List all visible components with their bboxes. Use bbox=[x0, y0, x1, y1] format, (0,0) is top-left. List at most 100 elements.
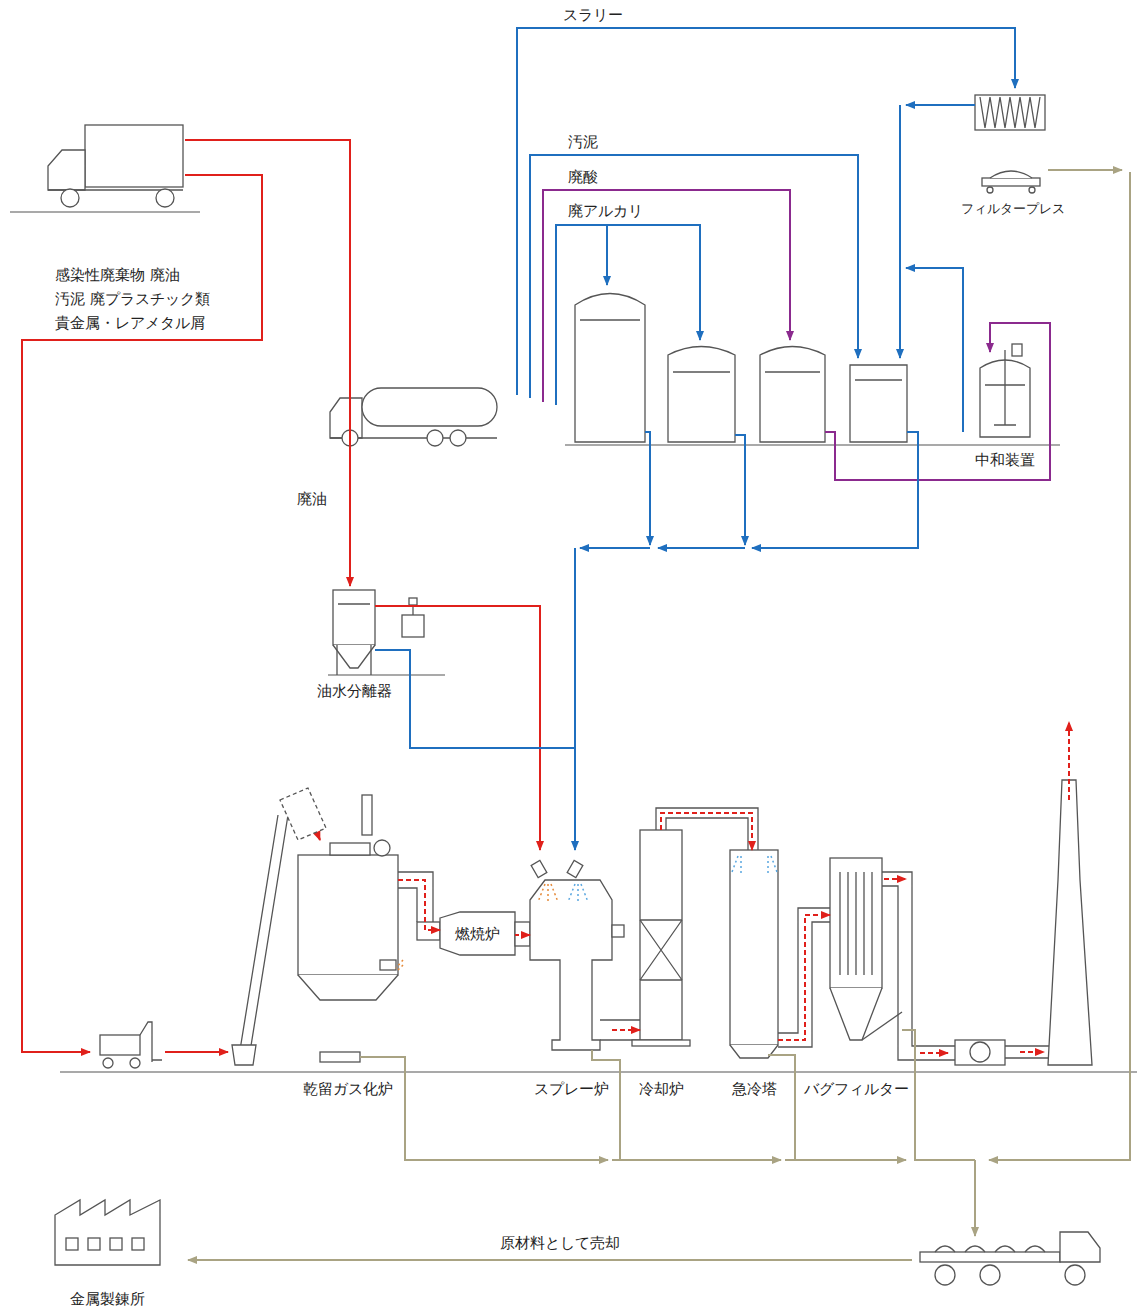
ground-line bbox=[328, 674, 445, 675]
flow-label: スラリー bbox=[563, 6, 623, 24]
feed-line bbox=[165, 1051, 228, 1053]
quench-tower bbox=[730, 850, 778, 1045]
filter-press-icon bbox=[975, 95, 1045, 130]
ground-line bbox=[10, 211, 200, 212]
residue-line bbox=[592, 1050, 781, 1160]
combustion-spray-furnace bbox=[440, 860, 640, 1050]
filter-press-icon bbox=[982, 178, 1040, 186]
storage-tank bbox=[668, 347, 735, 443]
spray-mist bbox=[568, 884, 588, 904]
factory-icon bbox=[110, 1238, 122, 1250]
equipment-label: 中和装置 bbox=[975, 451, 1035, 469]
filter-press-icon bbox=[990, 171, 1032, 178]
tanker-truck bbox=[362, 388, 497, 426]
feed-line bbox=[752, 432, 918, 548]
filter-press-icon bbox=[975, 95, 1045, 193]
gas-flow-arrow bbox=[884, 878, 906, 880]
forklift-icon bbox=[140, 1022, 162, 1062]
gasification-furnace bbox=[298, 975, 398, 1000]
gasification-furnace bbox=[320, 1052, 360, 1062]
residue-line bbox=[768, 1055, 906, 1160]
gasification-furnace bbox=[330, 843, 370, 855]
combustion-spray-furnace bbox=[612, 925, 624, 937]
truck-icon bbox=[156, 189, 174, 207]
gasification-furnace bbox=[298, 855, 398, 975]
truck-icon bbox=[48, 150, 85, 190]
residue-line bbox=[902, 1030, 975, 1160]
flow-connector bbox=[375, 650, 575, 850]
flatbed-truck bbox=[1060, 1232, 1100, 1262]
flow-label: 原材料として売却 bbox=[500, 1234, 620, 1252]
feed-line bbox=[899, 105, 901, 358]
forklift-icon bbox=[100, 1022, 256, 1068]
feed-line bbox=[606, 225, 608, 285]
cooling-tower bbox=[640, 830, 682, 1040]
furnace-unit: スプレー炉 bbox=[530, 850, 612, 1050]
feed-line bbox=[574, 548, 576, 748]
flow-label: 廃油 bbox=[297, 490, 327, 508]
quench-tower bbox=[778, 908, 830, 1047]
residue-line bbox=[188, 170, 1130, 1260]
oil-water-separator bbox=[402, 615, 424, 637]
bag-filter bbox=[1005, 1046, 1050, 1058]
oil-water-separator bbox=[333, 645, 375, 668]
feed-line bbox=[825, 323, 1050, 480]
feed-line bbox=[735, 435, 745, 545]
oil-water-separator bbox=[409, 598, 417, 605]
bag-filter bbox=[830, 780, 1092, 1065]
factory-icon bbox=[66, 1238, 78, 1250]
flow-label: 廃酸 bbox=[568, 168, 598, 186]
forklift-icon bbox=[130, 1058, 140, 1068]
neutralizer-icon bbox=[994, 350, 1016, 425]
tower-unit: 急冷塔 bbox=[730, 850, 778, 1058]
storage-tank bbox=[850, 365, 907, 442]
cooling-tower bbox=[656, 808, 758, 850]
equipment-label: 急冷塔 bbox=[732, 1080, 777, 1098]
cooling-tower bbox=[640, 920, 682, 980]
factory-icon bbox=[55, 1200, 160, 1265]
ground-line bbox=[60, 1071, 1137, 1072]
flow-label: 廃アルカリ bbox=[568, 202, 643, 220]
forklift-icon bbox=[103, 1058, 113, 1068]
feed-line bbox=[543, 190, 790, 402]
tanker-truck bbox=[450, 430, 466, 446]
truck-icon bbox=[61, 189, 79, 207]
residue-line bbox=[360, 1057, 608, 1160]
factory-icon bbox=[132, 1238, 144, 1250]
ground-line bbox=[565, 444, 1060, 445]
equipment-label: フィルタープレス bbox=[961, 200, 1065, 218]
flow-connector bbox=[375, 606, 540, 850]
flow-label: 汚泥 bbox=[568, 133, 598, 151]
flatbed-truck bbox=[935, 1246, 1045, 1252]
flatbed-truck bbox=[1065, 1265, 1085, 1285]
flatbed-truck bbox=[920, 1252, 1060, 1262]
gasification-furnace bbox=[280, 788, 326, 840]
bag-filter bbox=[862, 1012, 902, 1040]
storage-tank bbox=[673, 371, 730, 372]
equipment-label: スプレー炉 bbox=[534, 1080, 609, 1098]
feed-line bbox=[906, 268, 963, 432]
feed-line bbox=[556, 225, 700, 405]
residue-line bbox=[989, 172, 1130, 1160]
combustion-spray-furnace bbox=[530, 880, 612, 1050]
filter-press-icon bbox=[1029, 187, 1035, 193]
gasification-furnace bbox=[240, 815, 288, 1052]
storage-tank bbox=[575, 294, 645, 443]
truck-icon bbox=[48, 125, 183, 207]
equipment-label: 冷却炉 bbox=[639, 1080, 684, 1098]
bag-filter bbox=[882, 872, 955, 1060]
tower-unit: 冷却炉 bbox=[640, 830, 682, 1045]
filter-press-icon bbox=[980, 97, 1040, 128]
storage-tank bbox=[760, 347, 825, 443]
gas-flow-arrow bbox=[1068, 722, 1070, 800]
filter-press-icon bbox=[987, 187, 993, 193]
combustion-spray-furnace bbox=[600, 1020, 640, 1040]
flow-label: 貴金属・レアメタル屑 bbox=[55, 314, 205, 332]
gas-flow-arrow bbox=[884, 722, 1069, 1053]
gasification-furnace bbox=[374, 840, 390, 856]
storage-tank bbox=[855, 379, 902, 380]
residue-line bbox=[612, 1159, 620, 1161]
quench-tower bbox=[730, 850, 830, 1058]
